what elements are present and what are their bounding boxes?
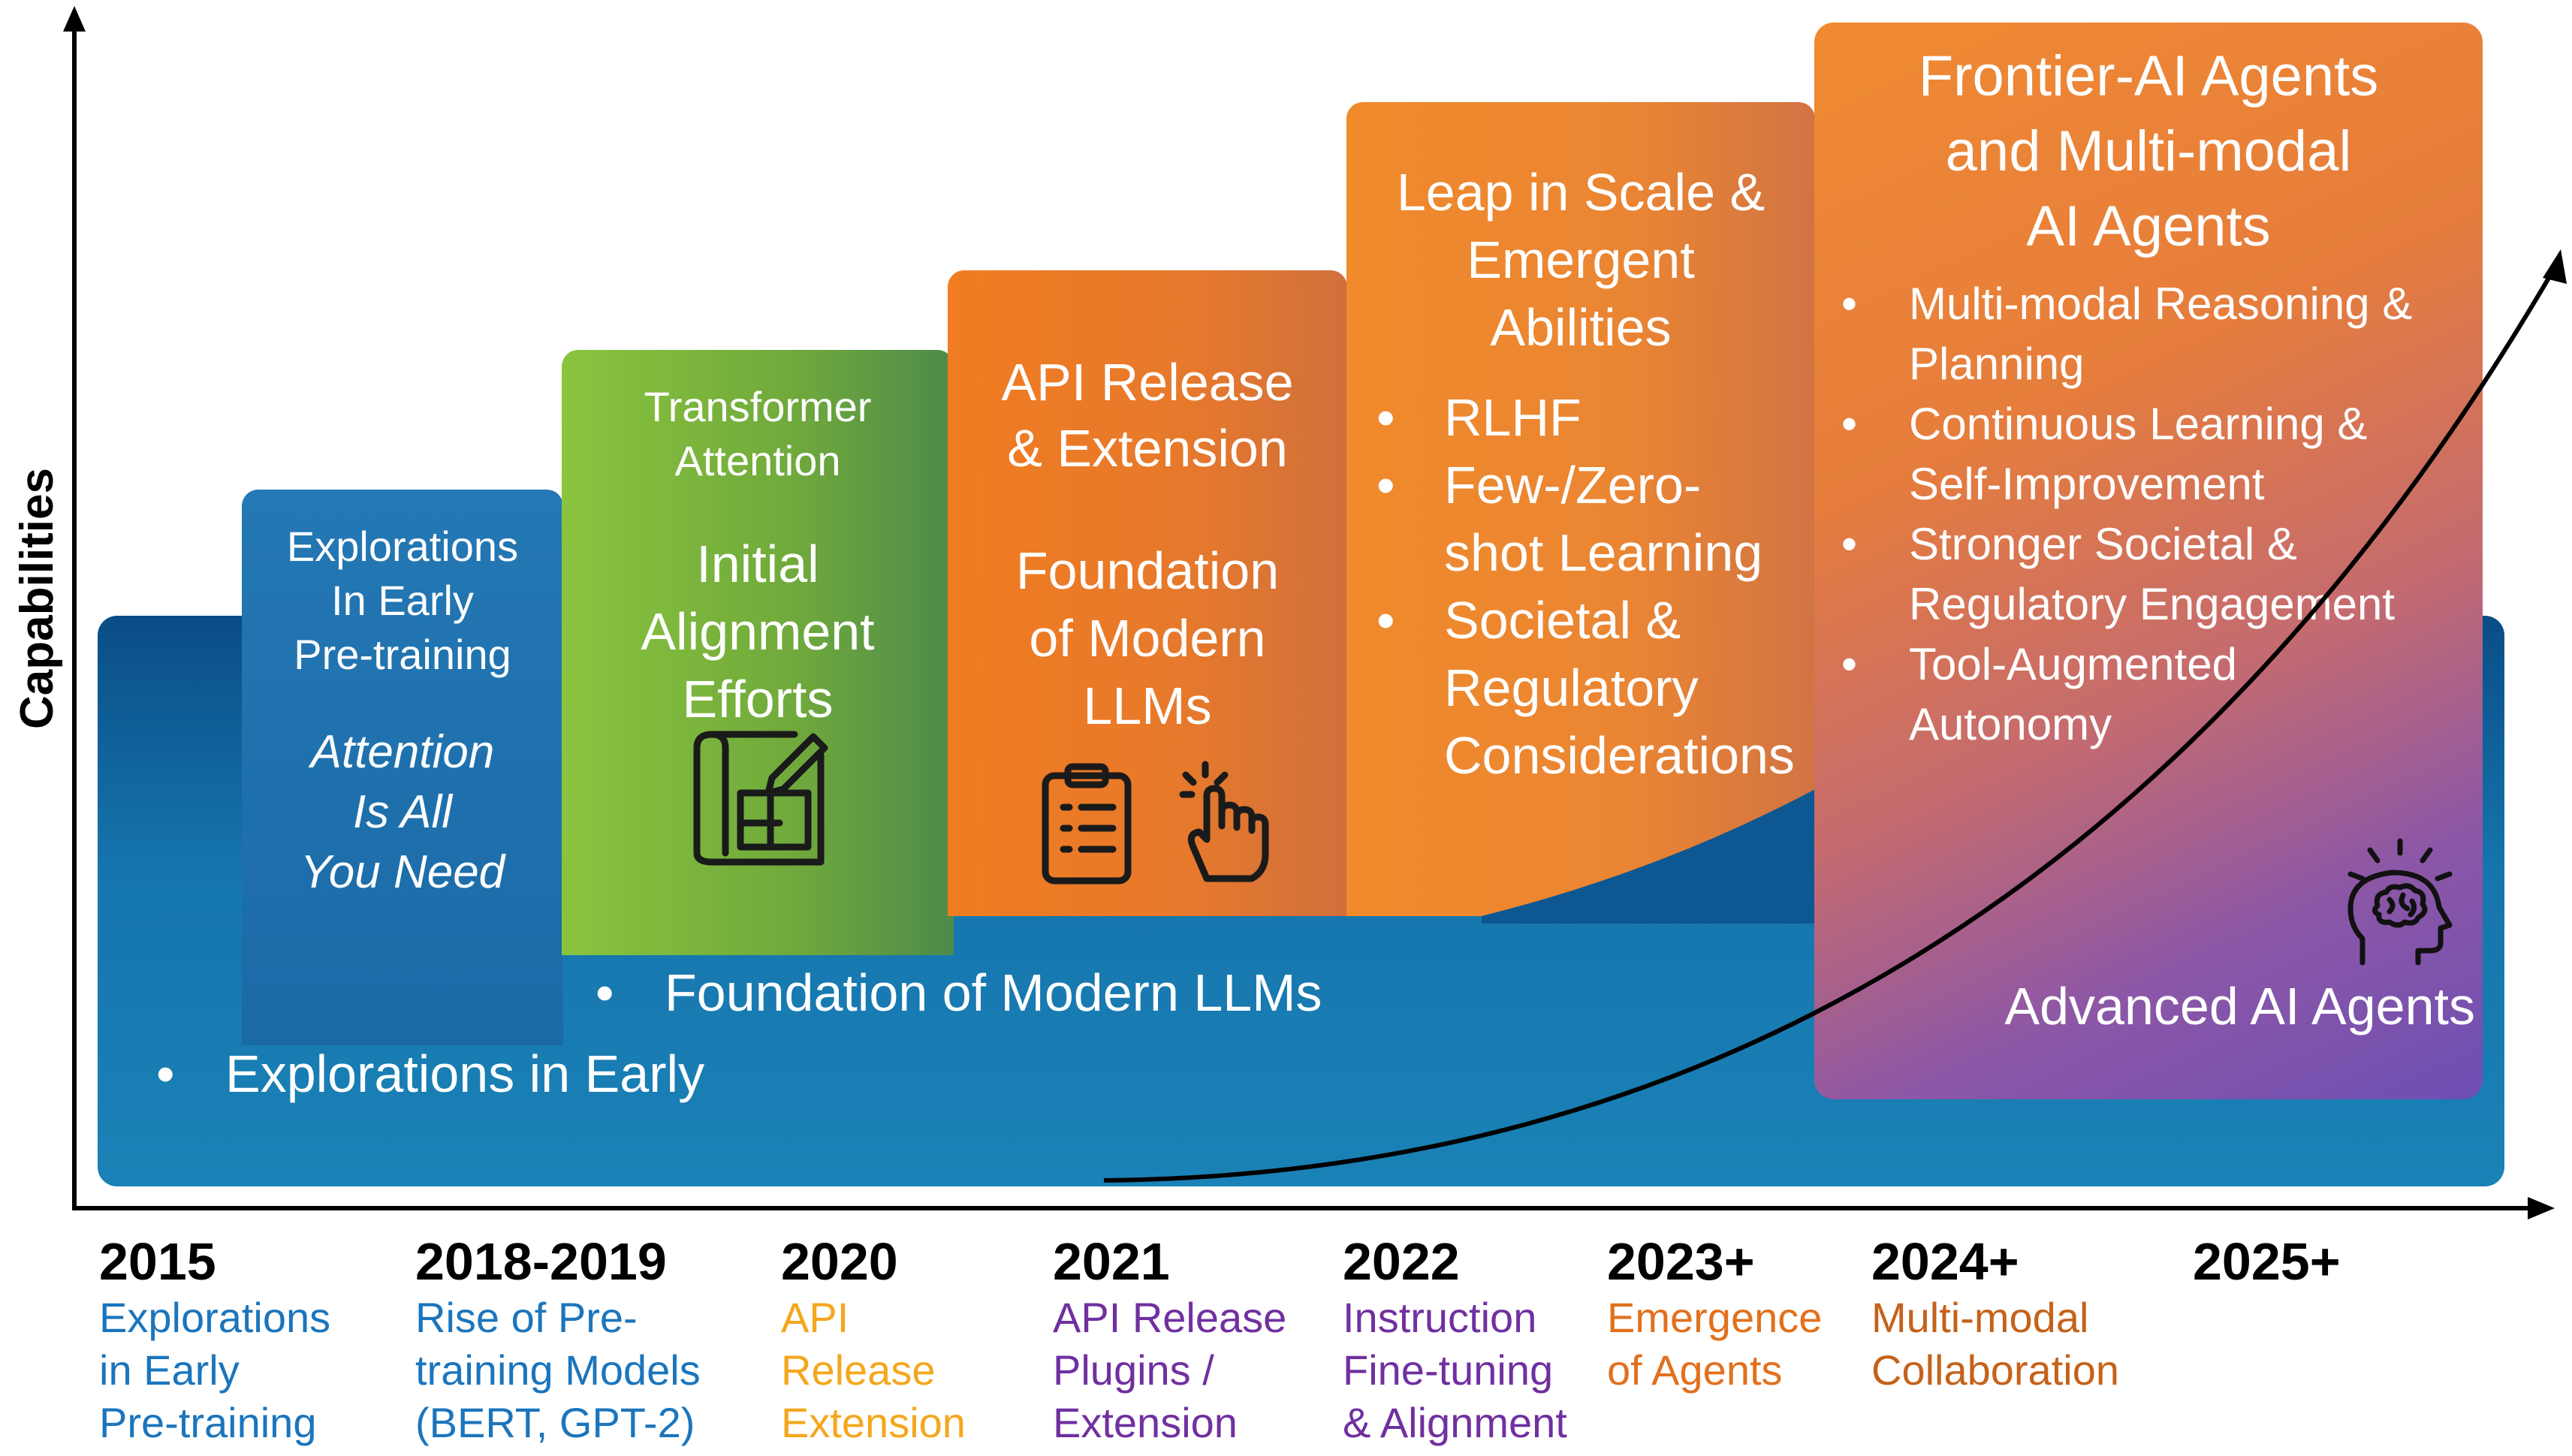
- bullet-item: • Multi-modal Reasoning & Planning: [1841, 274, 2465, 394]
- year-description: API Release Extension: [781, 1294, 966, 1446]
- band-bullet-2: • Foundation of Modern LLMs: [596, 963, 1322, 1022]
- x-axis: [72, 1206, 2535, 1210]
- y-axis-arrowhead: [63, 6, 86, 32]
- year-label: 2025+: [2193, 1232, 2341, 1291]
- block-2020-subheading: Foundation of Modern LLMs: [948, 537, 1347, 740]
- timeline-2021: 2021 API Release Plugins / Extension: [1053, 1231, 1286, 1449]
- italic-line: You Need: [300, 846, 505, 898]
- bullet-item: • Few-/Zero- shot Learning: [1376, 451, 1865, 586]
- heading-line: Leap in Scale &: [1396, 163, 1765, 222]
- year-label: 2021: [1053, 1232, 1170, 1291]
- sub-line: LLMs: [1083, 677, 1212, 735]
- sub-line: Efforts: [682, 670, 834, 728]
- bullet-line: Multi-modal Reasoning &: [1909, 279, 2413, 329]
- timeline-2015: 2015 Explorations in Early Pre-training: [99, 1231, 330, 1449]
- brain-head-icon: [2347, 838, 2453, 966]
- heading-line: Emergent: [1467, 231, 1695, 289]
- block-2020: API Release & Extension Foundation of Mo…: [948, 270, 1347, 916]
- bullet-item: • Continuous Learning & Self-Improvement: [1841, 394, 2465, 514]
- block-2022: Leap in Scale & Emergent Abilities • RLH…: [1346, 102, 1815, 916]
- bullet-line: Continuous Learning &: [1909, 399, 2368, 449]
- year-description: Instruction Fine-tuning & Alignment: [1343, 1294, 1567, 1446]
- year-label: 2020: [781, 1232, 898, 1291]
- heading-line: Abilities: [1490, 298, 1672, 357]
- block-2022-heading: Leap in Scale & Emergent Abilities: [1346, 158, 1815, 361]
- bullet-item: • Stronger Societal & Regulatory Engagem…: [1841, 514, 2465, 635]
- band-slope: [1482, 787, 1827, 924]
- year-label: 2018-2019: [415, 1232, 667, 1291]
- heading-line: Frontier-AI Agents: [1918, 44, 2379, 108]
- timeline-2022: 2022 Instruction Fine-tuning & Alignment: [1343, 1231, 1567, 1449]
- band-bullet-1: • Explorations in Early: [156, 1045, 705, 1103]
- block-2024-footer: Advanced AI Agents: [2004, 977, 2475, 1035]
- heading-line: AI Agents: [2026, 194, 2271, 258]
- year-label: 2022: [1343, 1232, 1460, 1291]
- heading-line: Pre-training: [294, 631, 511, 678]
- year-description: Rise of Pre- training Models (BERT, GPT-…: [415, 1294, 701, 1446]
- heading-line: and Multi-modal: [1945, 119, 2352, 183]
- block-2024: Frontier-AI Agents and Multi-modal AI Ag…: [1814, 23, 2483, 1099]
- bullet-line: Regulatory Engagement: [1909, 579, 2396, 629]
- block-2018-heading: Transformer Attention: [562, 380, 954, 488]
- timeline-2025: 2025+: [2193, 1231, 2341, 1292]
- bullet-item: • Tool-Augmented Autonomy: [1841, 635, 2465, 755]
- year-description: Emergence of Agents: [1607, 1294, 1823, 1394]
- timeline-2024: 2024+ Multi-modal Collaboration: [1871, 1231, 2119, 1397]
- blueprint-pencil-icon: [693, 731, 828, 866]
- timeline-2018-2019: 2018-2019 Rise of Pre- training Models (…: [415, 1231, 701, 1449]
- year-description: Multi-modal Collaboration: [1871, 1294, 2119, 1394]
- block-2018-subheading: Initial Alignment Efforts: [562, 530, 954, 733]
- bullet-line: Few-/Zero-: [1444, 456, 1702, 514]
- y-axis-label: Capabilities: [11, 468, 63, 729]
- bullet-line: Planning: [1909, 339, 2085, 389]
- sub-line: Foundation: [1015, 541, 1280, 600]
- bullet-line: Considerations: [1444, 726, 1795, 785]
- year-label: 2015: [99, 1232, 216, 1291]
- clipboard-list-icon: [1042, 763, 1132, 885]
- sub-line: of Modern: [1029, 609, 1266, 668]
- sub-line: Initial: [696, 535, 819, 593]
- heading-line: & Extension: [1007, 419, 1288, 478]
- hand-click-icon: [1179, 761, 1269, 882]
- bullet-line: Stronger Societal &: [1909, 519, 2297, 569]
- bullet-line: Tool-Augmented: [1909, 639, 2237, 689]
- block-2015-heading: Explorations In Early Pre-training: [242, 520, 563, 682]
- bullet-line: Societal &: [1444, 591, 1681, 650]
- bullet-line: shot Learning: [1444, 523, 1763, 582]
- heading-line: In Early: [331, 577, 474, 624]
- block-2015-paper-title: Attention Is All You Need: [242, 722, 563, 903]
- timeline-2020: 2020 API Release Extension: [781, 1231, 966, 1449]
- bullet-line: Self-Improvement: [1909, 459, 2265, 509]
- italic-line: Attention: [310, 726, 495, 778]
- year-label: 2023+: [1607, 1232, 1755, 1291]
- heading-line: Explorations: [286, 523, 519, 570]
- year-description: Explorations in Early Pre-training: [99, 1294, 331, 1446]
- heading-line: Transformer: [644, 383, 872, 430]
- bullet-line: Regulatory: [1444, 659, 1699, 717]
- bullet-line: Autonomy: [1909, 699, 2112, 749]
- bullet-line: RLHF: [1444, 388, 1581, 447]
- year-description: API Release Plugins / Extension: [1053, 1294, 1287, 1446]
- y-axis: [72, 17, 77, 1210]
- italic-line: Is All: [352, 786, 453, 838]
- timeline-2023: 2023+ Emergence of Agents: [1607, 1231, 1822, 1397]
- block-2022-bullets: • RLHF • Few-/Zero- shot Learning • Soci…: [1376, 384, 1865, 789]
- heading-line: Attention: [674, 437, 841, 484]
- x-axis-arrowhead: [2528, 1197, 2555, 1219]
- year-label: 2024+: [1871, 1232, 2019, 1291]
- block-2024-bullets: • Multi-modal Reasoning & Planning • Con…: [1841, 274, 2465, 755]
- block-2018: Transformer Attention Initial Alignment …: [562, 350, 954, 955]
- sub-line: Alignment: [641, 602, 875, 661]
- bullet-item: • RLHF: [1376, 384, 1865, 451]
- block-2015: Explorations In Early Pre-training Atten…: [242, 490, 563, 1045]
- bullet-item: • Societal & Regulatory Considerations: [1376, 586, 1865, 789]
- block-2020-heading: API Release & Extension: [948, 349, 1347, 481]
- heading-line: API Release: [1001, 353, 1294, 411]
- block-2024-heading: Frontier-AI Agents and Multi-modal AI Ag…: [1814, 39, 2483, 264]
